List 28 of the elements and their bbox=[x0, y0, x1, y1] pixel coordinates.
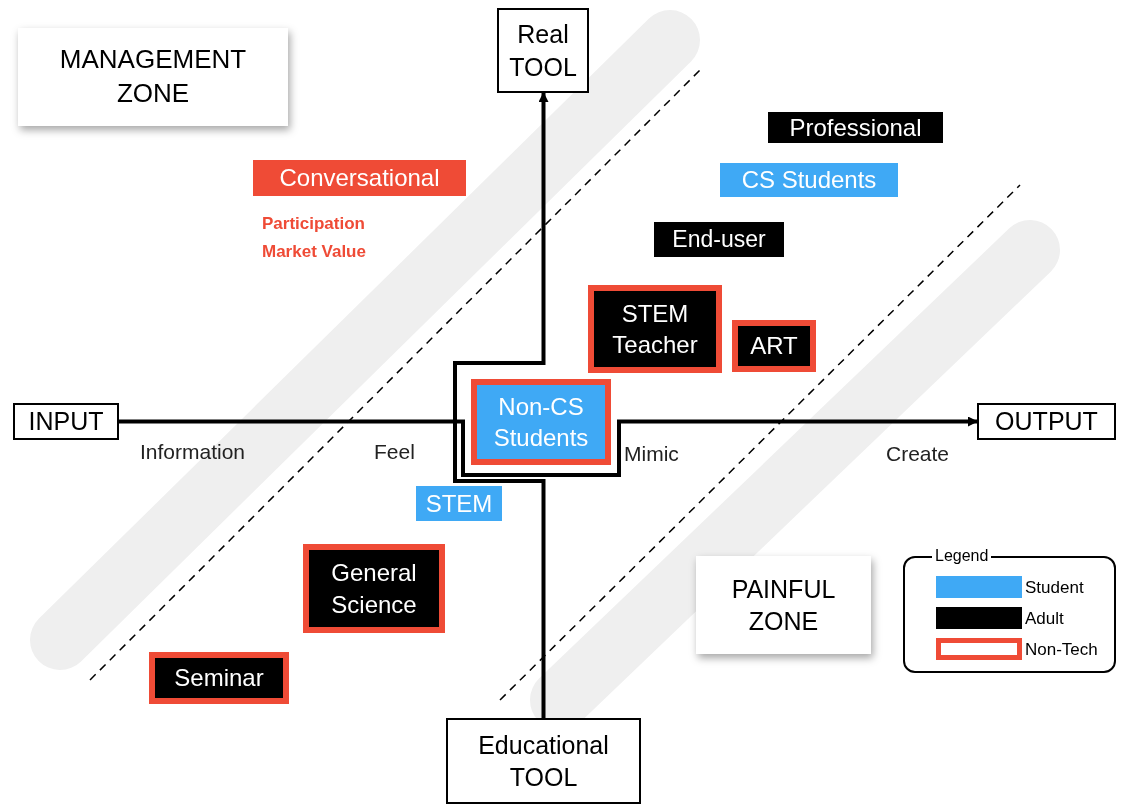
axis-tick-label: Mimic bbox=[624, 442, 679, 466]
axis-tick-label: Information bbox=[140, 440, 246, 464]
axis-tick-label: Feel bbox=[374, 440, 415, 464]
category-tag: STEM bbox=[416, 486, 502, 521]
axis-tick-label: Create bbox=[886, 442, 950, 466]
axis-arrow bbox=[453, 92, 549, 718]
category-tag: STEM Teacher bbox=[588, 285, 722, 373]
category-tag: CS Students bbox=[720, 163, 898, 197]
category-tag: Conversational bbox=[253, 160, 466, 196]
axis-arrow bbox=[119, 416, 978, 477]
category-tag: Non-CS Students bbox=[471, 379, 611, 465]
legend-text: Adult bbox=[1025, 609, 1064, 629]
note-text: Market Value bbox=[262, 242, 366, 262]
axis-label-box: INPUT bbox=[13, 403, 119, 440]
axis-label-box: OUTPUT bbox=[977, 403, 1116, 440]
axis-label-box: Real TOOL bbox=[497, 8, 589, 93]
category-tag: End-user bbox=[654, 222, 784, 257]
category-tag: Professional bbox=[768, 112, 943, 143]
legend-text: Student bbox=[1025, 578, 1084, 598]
axis-label-box: Educational TOOL bbox=[446, 718, 641, 804]
category-tag: ART bbox=[732, 320, 816, 372]
zone-label-box: PAINFUL ZONE bbox=[696, 556, 871, 654]
zone-label-box: MANAGEMENT ZONE bbox=[18, 28, 288, 126]
category-tag: General Science bbox=[303, 544, 445, 633]
category-tag: Seminar bbox=[149, 652, 289, 704]
legend-title: Legend bbox=[932, 547, 992, 565]
note-text: Participation bbox=[262, 214, 365, 234]
legend-text: Non-Tech bbox=[1025, 640, 1098, 660]
